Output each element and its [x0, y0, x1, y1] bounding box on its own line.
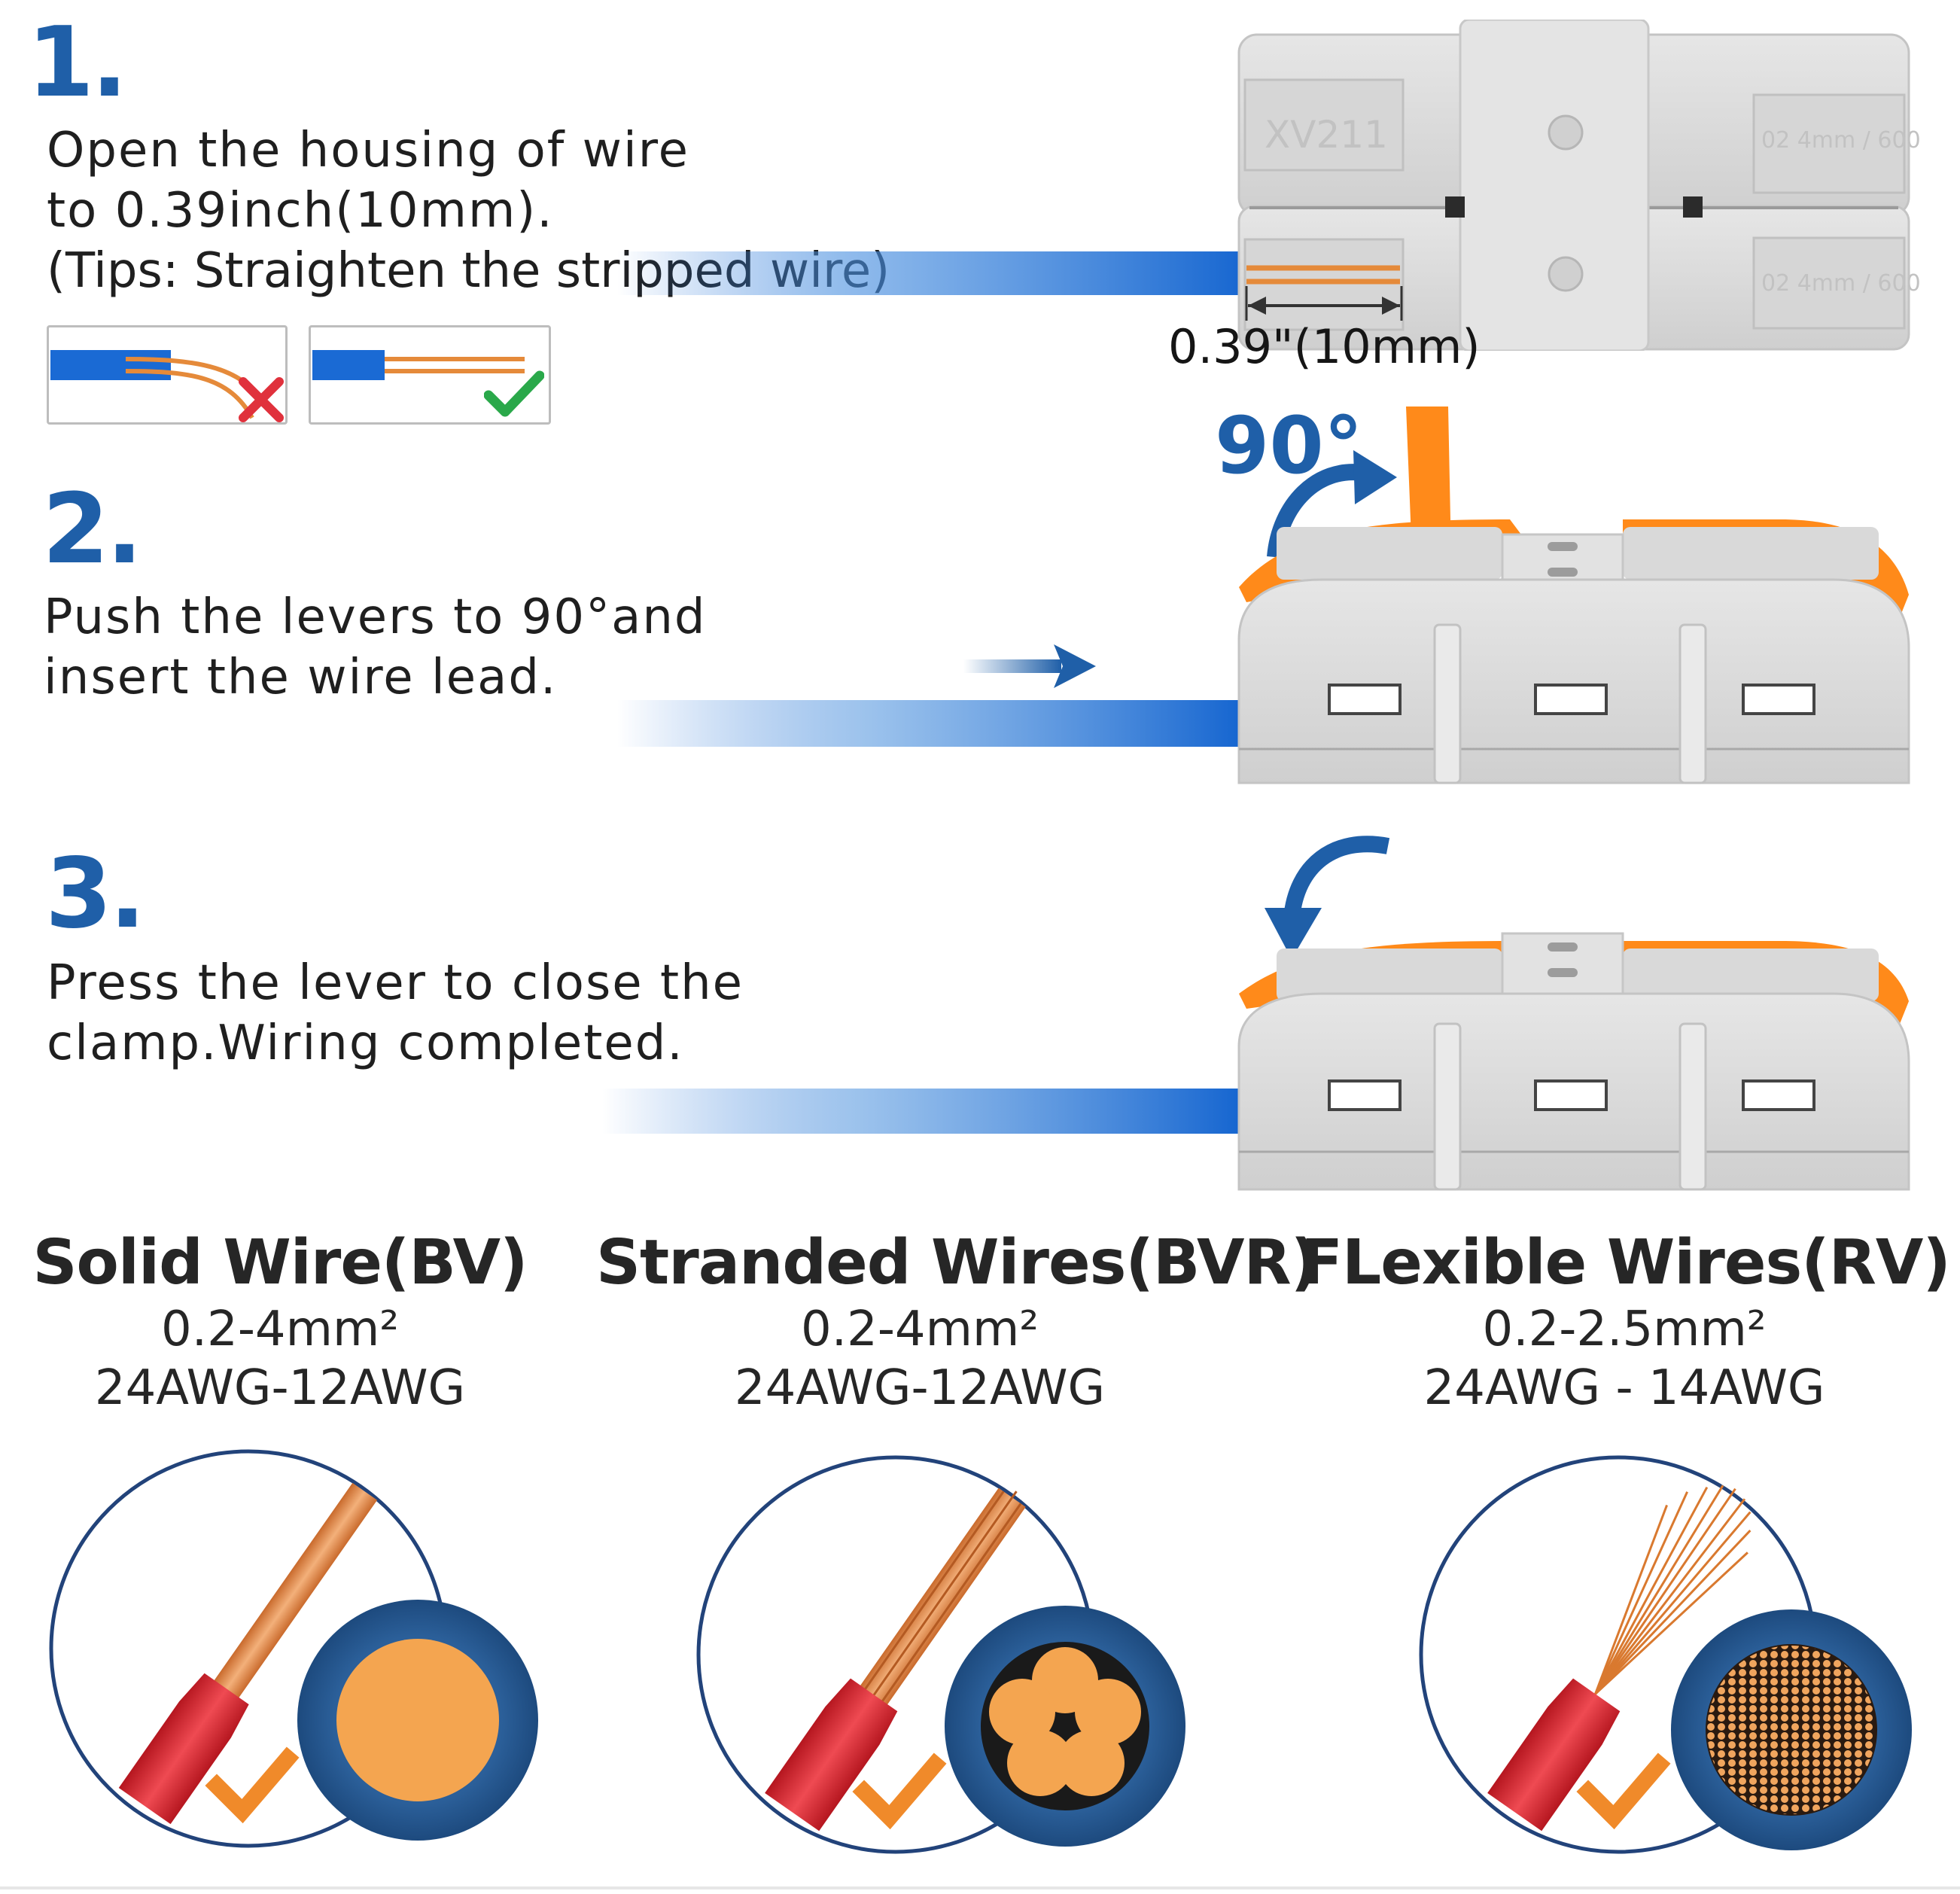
step-2-line-2: insert the wire lead. [44, 650, 558, 705]
wire-type-stranded-title: Stranded Wires(BVR) [596, 1227, 1319, 1299]
step-2-wire [617, 700, 1242, 747]
check-mark-icon [484, 370, 544, 419]
step-2-number: 2. [42, 474, 143, 586]
straight-wire-illustration [312, 350, 525, 380]
flexible-wire-illustration [1419, 1455, 1912, 1854]
rating-marking-upper: 02 4mm / 600V 32A [1761, 127, 1919, 154]
wire-type-stranded-size: 0.2-4mm² [801, 1302, 1039, 1357]
insert-arrow-icon [963, 644, 1096, 688]
step-1-number: 1. [27, 7, 128, 119]
bottom-divider [0, 1886, 1960, 1889]
wire-type-flexible-awg: 24AWG - 14AWG [1423, 1360, 1825, 1416]
step-3-number: 3. [45, 838, 146, 950]
wire-type-solid-awg: 24AWG-12AWG [94, 1360, 466, 1416]
check-mark-icon [205, 1746, 300, 1824]
solid-wire-illustration [49, 1449, 538, 1848]
step-3-line-2: clamp.Wiring completed. [47, 1016, 684, 1071]
wire-type-flexible-title: FLexible Wires(RV) [1301, 1227, 1951, 1299]
connector-closed-view [1237, 932, 1910, 1191]
step-3-line-1: Press the lever to close the [47, 955, 744, 1011]
wire-type-solid: Solid Wire(BV) 0.2-4mm² 24AWG-12AWG [0, 1227, 604, 1416]
check-mark-icon [1576, 1752, 1671, 1830]
wire-type-stranded: Stranded Wires(BVR) 0.2-4mm² 24AWG-12AWG [596, 1227, 1319, 1416]
tip-right-thumbnail [309, 325, 551, 425]
wire-type-stranded-awg: 24AWG-12AWG [734, 1360, 1106, 1416]
check-mark-icon [852, 1752, 947, 1830]
cross-mark-icon [237, 377, 285, 422]
wire-type-solid-title: Solid Wire(BV) [32, 1227, 528, 1299]
rating-marking-lower: 02 4mm / 600V 32A [1761, 270, 1919, 297]
step-1-line-1: Open the housing of wire [47, 123, 690, 178]
strip-length-label: 0.39"(10mm) [1168, 319, 1481, 374]
model-marking: XV211 [1265, 113, 1388, 157]
step-3-instructions: Press the lever to close the clamp.Wirin… [47, 953, 744, 1073]
connector-top-view: XV211 02 4mm / 600V 32A 02 4mm / 600V 32… [1237, 20, 1919, 351]
rotate-down-arrow-icon [1265, 836, 1390, 959]
step-3-wire [602, 1089, 1242, 1134]
step-2-instructions: Push the levers to 90°and insert the wir… [44, 587, 707, 708]
stranded-wire-illustration [696, 1455, 1185, 1854]
wire-type-flexible-size: 0.2-2.5mm² [1482, 1302, 1767, 1357]
connector-open-view [1237, 407, 1910, 784]
bent-wire-illustration [50, 350, 271, 419]
step-2-line-1: Push the levers to 90°and [44, 589, 707, 645]
wire-type-flexible: FLexible Wires(RV) 0.2-2.5mm² 24AWG - 14… [1301, 1227, 1951, 1416]
step-1-wire [617, 251, 1249, 295]
step-1-line-2: to 0.39inch(10mm). [47, 183, 554, 239]
wire-type-solid-size: 0.2-4mm² [161, 1302, 399, 1357]
tip-wrong-thumbnail [47, 325, 288, 425]
